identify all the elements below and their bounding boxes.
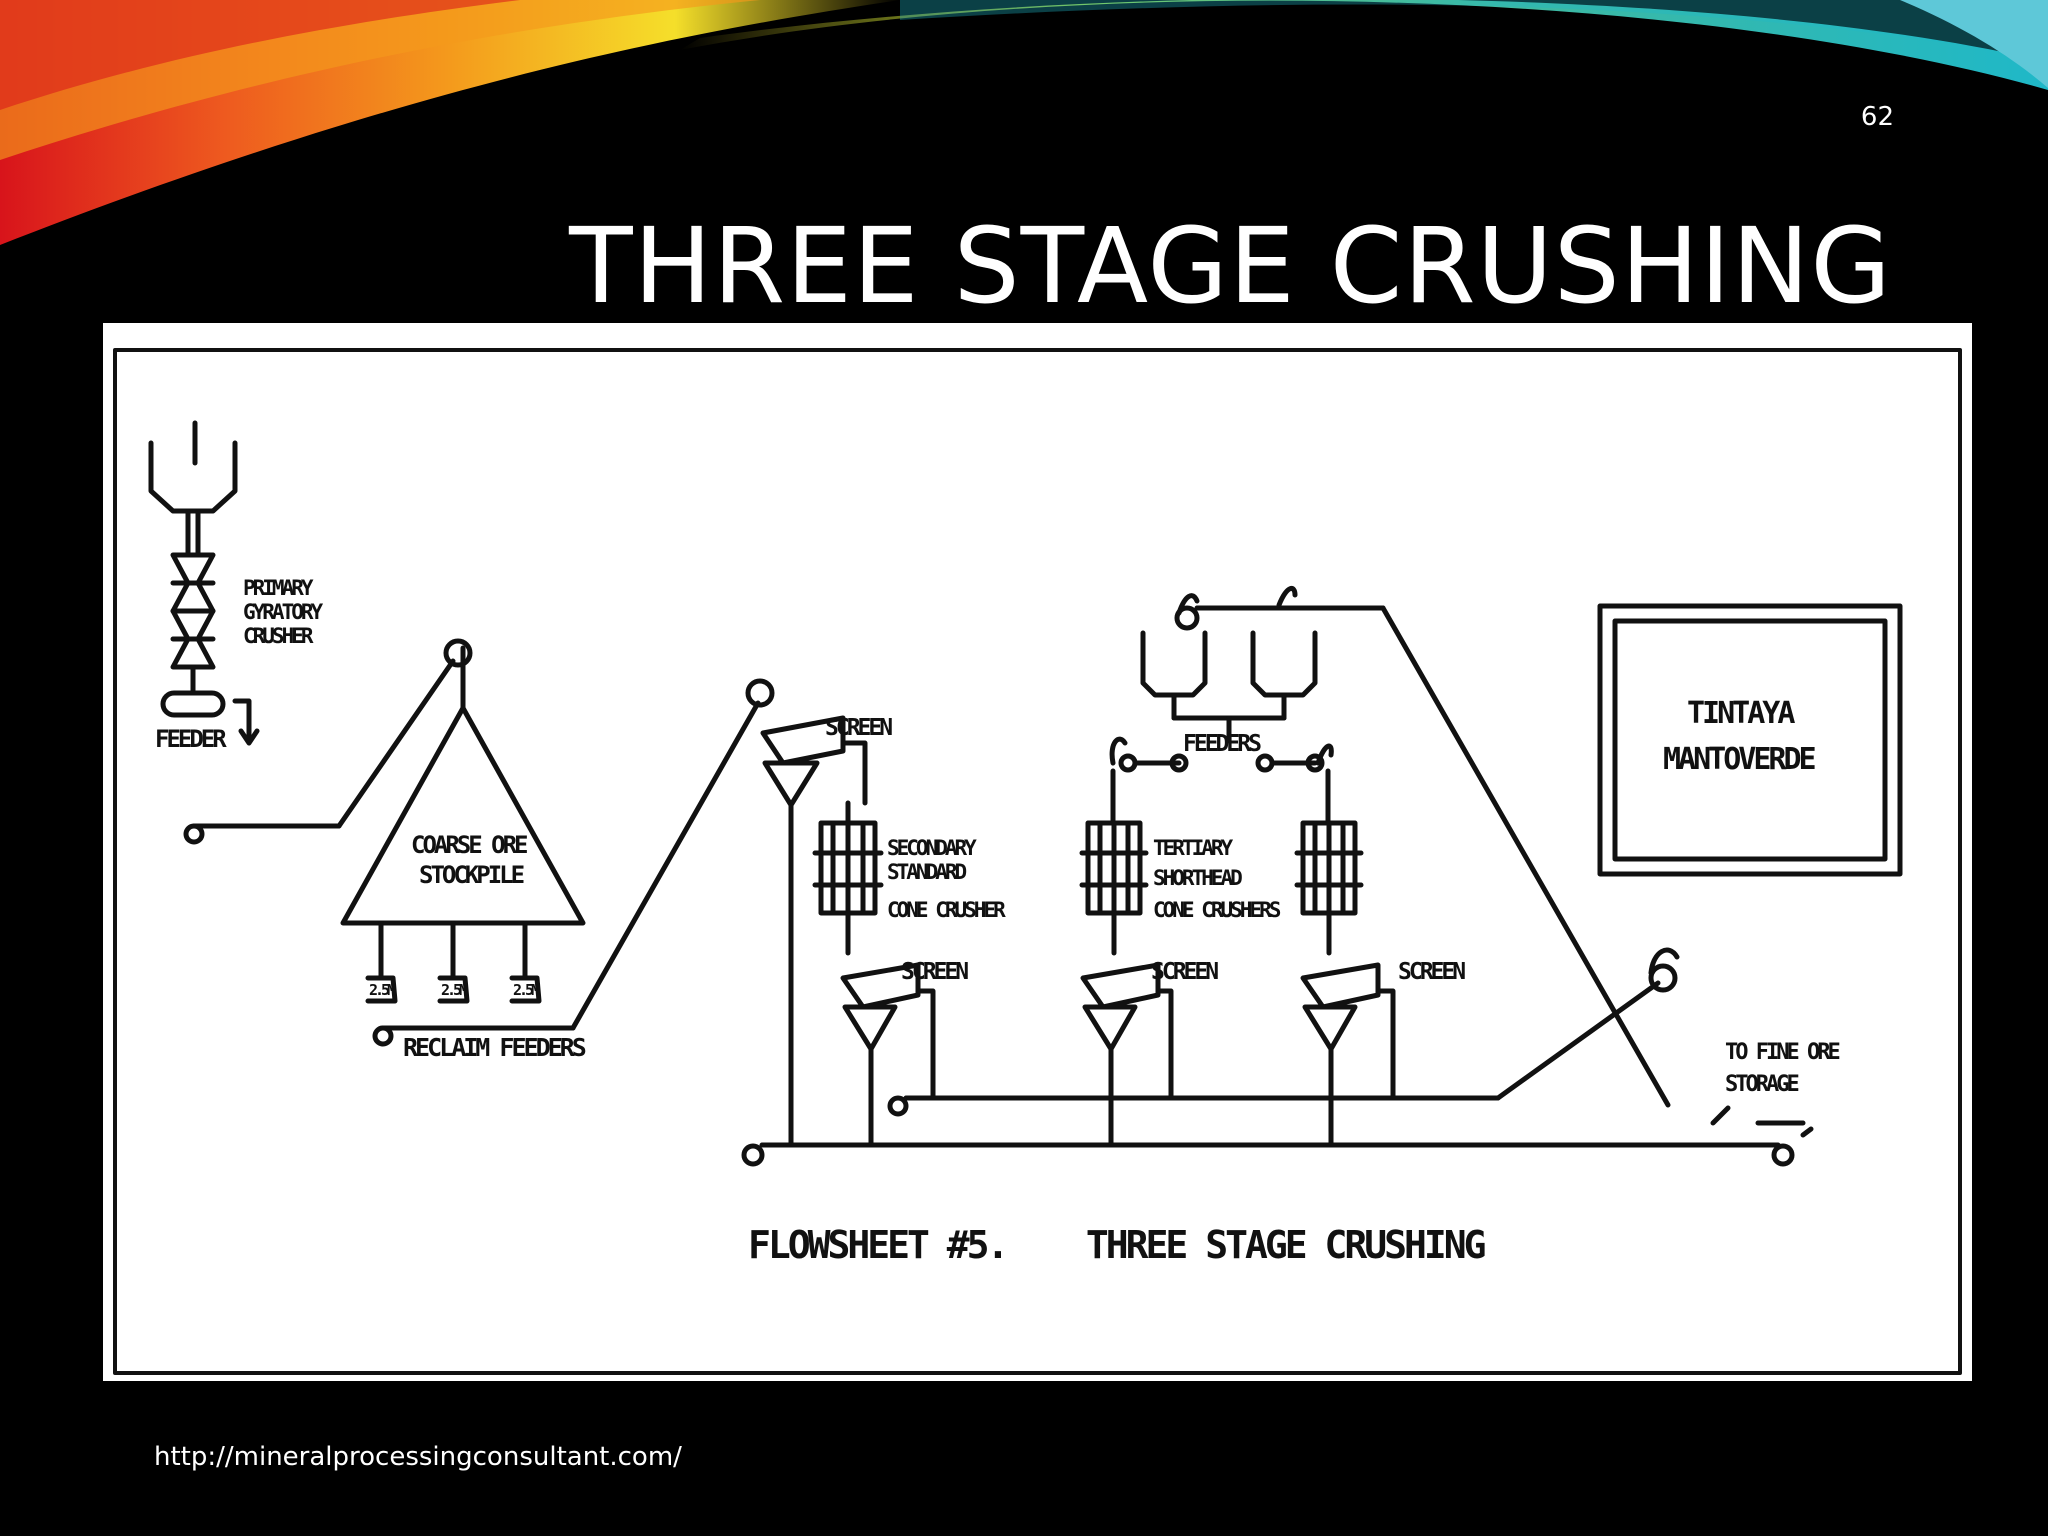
label-screen-2: SCREEN bbox=[901, 959, 968, 985]
label-screen-1: SCREEN bbox=[825, 715, 892, 741]
label-fine-ore-2: STORAGE bbox=[1725, 1072, 1798, 1097]
label-primary-crusher-1: PRIMARY bbox=[243, 576, 314, 600]
label-reclaim-tag-1: 2.5M bbox=[369, 981, 396, 999]
label-stockpile-2: STOCKPILE bbox=[419, 861, 524, 889]
label-screen-4: SCREEN bbox=[1398, 959, 1465, 985]
flowsheet-figure: PRIMARY GYRATORY CRUSHER FEEDER COARSE O… bbox=[103, 323, 1972, 1381]
tertiary-feed-bins bbox=[1109, 630, 1334, 773]
label-plant-name-2: MANTOVERDE bbox=[1663, 742, 1816, 777]
decorative-swoosh-banner bbox=[0, 0, 2048, 245]
product-conveyor bbox=[741, 1105, 1814, 1167]
label-fine-ore-1: TO FINE ORE bbox=[1725, 1040, 1839, 1065]
label-secondary-crusher-2: STANDARD bbox=[887, 860, 967, 884]
coarse-ore-stockpile bbox=[340, 645, 586, 1047]
source-url[interactable]: http://mineralprocessingconsultant.com/ bbox=[154, 1442, 682, 1472]
flowsheet-caption: FLOWSHEET #5. THREE STAGE CRUSHING bbox=[748, 1223, 1485, 1267]
screen-2 bbox=[840, 962, 936, 1148]
label-reclaim-tag-2: 2.5M bbox=[441, 981, 468, 999]
screen-1 bbox=[760, 715, 868, 1148]
label-screen-3: SCREEN bbox=[1151, 959, 1218, 985]
screen-3 bbox=[1080, 962, 1174, 1148]
tertiary-crusher-2 bbox=[1294, 768, 1364, 956]
label-secondary-crusher-1: SECONDARY bbox=[887, 836, 977, 860]
label-tertiary-crusher-1: TERTIARY bbox=[1153, 836, 1234, 860]
label-feeder: FEEDER bbox=[155, 725, 227, 753]
label-plant-name-1: TINTAYA bbox=[1687, 696, 1795, 731]
conveyor-to-screen bbox=[570, 678, 775, 1031]
label-tertiary-crusher-3: CONE CRUSHERS bbox=[1153, 898, 1281, 922]
flowsheet-diagram: PRIMARY GYRATORY CRUSHER FEEDER COARSE O… bbox=[113, 348, 1962, 1375]
plant-name-frame-outer bbox=[1597, 603, 1903, 877]
label-tertiary-crusher-2: SHORTHEAD bbox=[1153, 866, 1242, 890]
label-feeders: FEEDERS bbox=[1183, 731, 1261, 757]
label-primary-crusher-3: CRUSHER bbox=[243, 624, 314, 648]
label-primary-crusher-2: GYRATORY bbox=[243, 600, 324, 624]
recycle-conveyor bbox=[887, 947, 1680, 1117]
slide-number: 62 bbox=[1860, 102, 1894, 132]
conveyor-to-stockpile bbox=[183, 638, 473, 845]
tertiary-feed-conveyor bbox=[1174, 585, 1671, 1108]
label-secondary-crusher-3: CONE CRUSHER bbox=[887, 898, 1006, 922]
diagram-border bbox=[113, 348, 1962, 1375]
tertiary-crusher-1 bbox=[1079, 768, 1149, 956]
plant-name-frame-inner bbox=[1612, 618, 1888, 862]
screen-4 bbox=[1300, 962, 1396, 1148]
feeder-arrow bbox=[232, 698, 260, 746]
secondary-crusher bbox=[812, 800, 884, 956]
label-reclaim-tag-3: 2.5M bbox=[513, 981, 540, 999]
label-reclaim-feeders: RECLAIM FEEDERS bbox=[403, 1033, 586, 1062]
primary-crusher-icon bbox=[148, 420, 238, 718]
label-stockpile-1: COARSE ORE bbox=[411, 831, 527, 859]
slide-title: THREE STAGE CRUSHING bbox=[569, 205, 1892, 327]
